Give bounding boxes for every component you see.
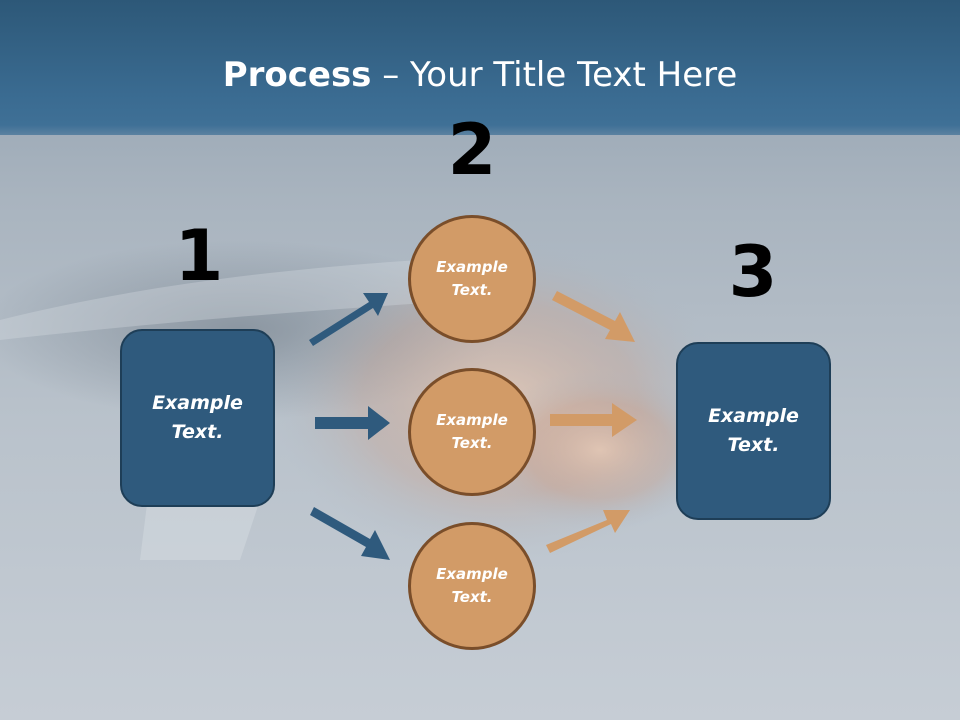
- step-number-1: 1: [174, 215, 224, 297]
- step-number-3: 3: [728, 231, 778, 313]
- step-2-circle-middle-text: Example Text.: [436, 411, 508, 452]
- title-bold-part: Process: [222, 55, 372, 95]
- title-rest-part: – Your Title Text Here: [371, 55, 738, 95]
- step-3-text: Example Text.: [708, 405, 799, 456]
- step-2-circle-top-text: Example Text.: [436, 258, 508, 299]
- step-3-box: Example Text.: [676, 342, 831, 520]
- step-2-circle-bottom-text: Example Text.: [436, 565, 508, 606]
- arrow-top-to-3: [552, 291, 635, 342]
- arrow-1-to-middle: [315, 406, 390, 440]
- arrow-1-to-bottom: [310, 507, 390, 560]
- step-1-text: Example Text.: [152, 392, 243, 443]
- step-2-circle-top: Example Text.: [408, 215, 536, 343]
- arrow-1-to-top: [309, 293, 388, 346]
- header-band: [0, 0, 960, 135]
- slide-title: Process – Your Title Text Here: [0, 52, 960, 98]
- arrow-bottom-to-3: [546, 510, 630, 553]
- step-1-box: Example Text.: [120, 329, 275, 507]
- arrow-middle-to-3: [550, 403, 637, 437]
- step-2-circle-bottom: Example Text.: [408, 522, 536, 650]
- step-number-2: 2: [447, 109, 497, 191]
- step-2-circle-middle: Example Text.: [408, 368, 536, 496]
